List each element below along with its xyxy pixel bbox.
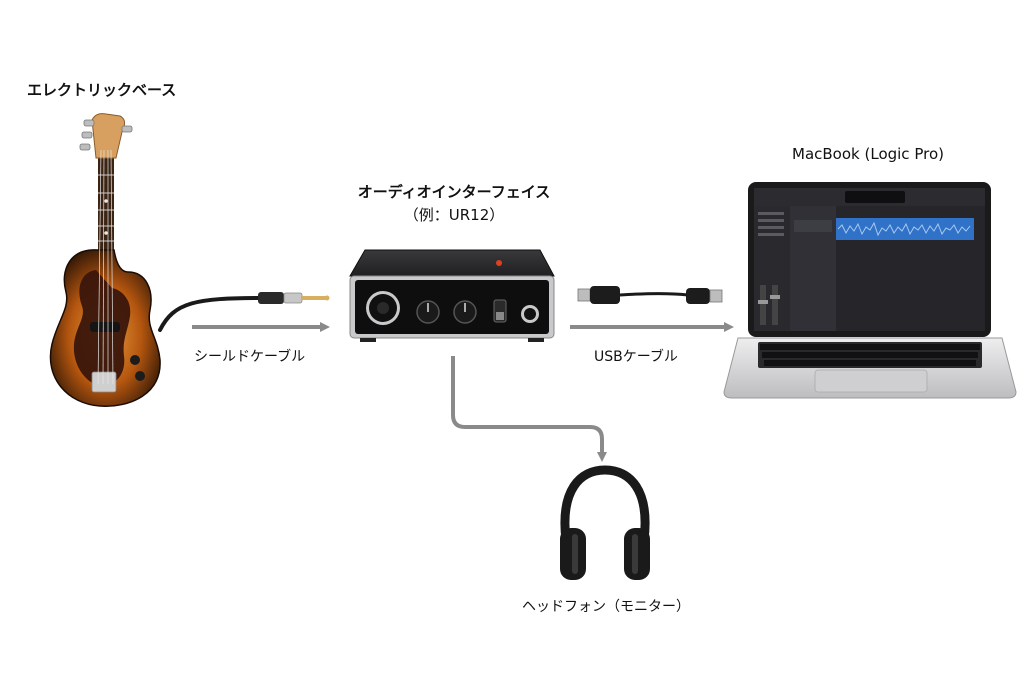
- bass-label: エレクトリックベース: [27, 81, 177, 99]
- headphones-icon: [560, 465, 650, 580]
- electric-bass-icon: [49, 113, 161, 407]
- interface-example-label: （例：UR12）: [403, 206, 505, 224]
- usb-cable-label: USBケーブル: [594, 349, 678, 365]
- shield-cable-label: シールドケーブル: [194, 349, 306, 365]
- laptop-icon: [723, 182, 1017, 399]
- shield-cable-icon: [158, 292, 330, 332]
- usb-cable-icon: [577, 286, 723, 304]
- arrow-interface-to-headphones: [451, 356, 607, 462]
- interface-title-label: オーディオインターフェイス: [357, 183, 551, 201]
- audio-interface-icon: [349, 249, 555, 342]
- headphones-label: ヘッドフォン（モニター）: [522, 599, 690, 615]
- laptop-label: MacBook (Logic Pro): [792, 145, 944, 163]
